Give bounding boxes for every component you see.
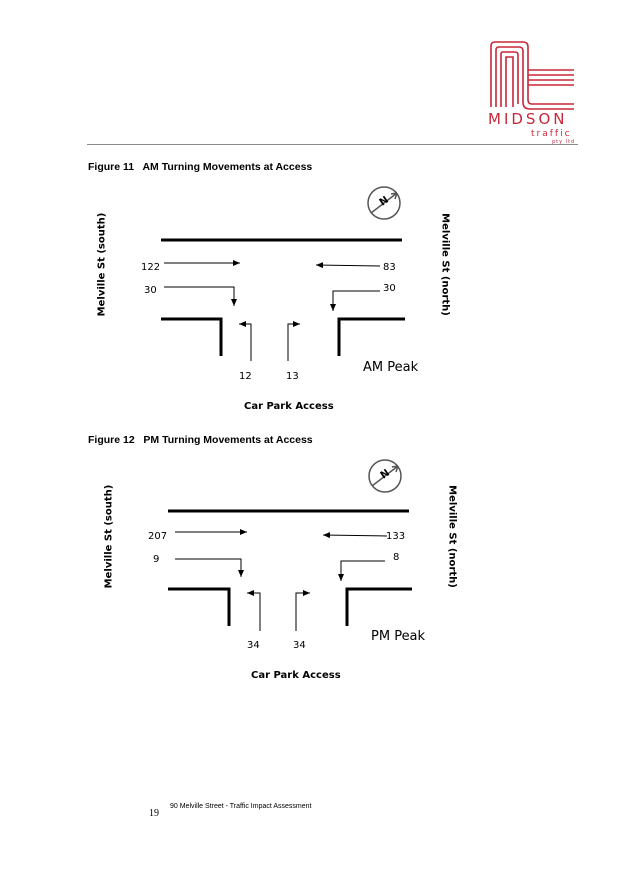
north-arrow-icon bbox=[368, 459, 402, 493]
value-south-left: 30 bbox=[144, 285, 157, 296]
arrow-access-right bbox=[247, 590, 261, 631]
logo-word: MIDSON bbox=[488, 110, 568, 128]
arrow-north-through bbox=[315, 262, 381, 269]
value-north-through: 133 bbox=[386, 531, 406, 542]
arrow-south-left bbox=[164, 286, 237, 306]
value-access-left: 13 bbox=[286, 371, 299, 382]
arrow-south-left bbox=[175, 558, 244, 577]
value-north-right: 30 bbox=[383, 283, 396, 294]
figure-11-diagram: Melville St (south) Melville St (north) … bbox=[88, 180, 451, 420]
figure-11-caption: Figure 11 AM Turning Movements at Access bbox=[88, 161, 313, 173]
company-logo: MIDSON traffic pty ltd bbox=[488, 40, 578, 145]
intersection-lines bbox=[161, 186, 405, 361]
arrow-north-right bbox=[330, 290, 380, 311]
figure-12-diagram: Melville St (south) Melville St (north) … bbox=[95, 450, 458, 690]
arrow-access-left bbox=[295, 590, 310, 631]
value-access-right: 34 bbox=[247, 640, 260, 651]
intersection-lines bbox=[168, 459, 412, 631]
peak-label: AM Peak bbox=[363, 360, 419, 375]
arrow-access-right bbox=[239, 321, 252, 361]
logo-sub: traffic bbox=[531, 129, 572, 139]
road-corner-right bbox=[345, 587, 412, 626]
value-access-left: 34 bbox=[293, 640, 306, 651]
street-label-north: Melville St (north) bbox=[446, 485, 458, 588]
access-label: Car Park Access bbox=[244, 401, 334, 412]
access-label: Car Park Access bbox=[251, 670, 341, 681]
road-corner-left bbox=[161, 317, 223, 356]
arrow-access-left bbox=[287, 321, 300, 361]
logo-sub-2: pty ltd bbox=[552, 139, 576, 145]
road-corner-left bbox=[168, 587, 231, 626]
value-south-through: 207 bbox=[148, 531, 168, 542]
value-south-left: 9 bbox=[153, 554, 160, 565]
header-rule bbox=[87, 144, 578, 145]
north-arrow-icon bbox=[367, 186, 401, 220]
arrow-north-right bbox=[338, 560, 385, 581]
peak-label: PM Peak bbox=[371, 629, 426, 644]
figure-12-caption: Figure 12 PM Turning Movements at Access bbox=[88, 434, 313, 446]
value-access-right: 12 bbox=[239, 371, 252, 382]
footer-page-number: 19 bbox=[149, 808, 159, 819]
value-north-through: 83 bbox=[383, 262, 396, 273]
value-north-right: 8 bbox=[393, 552, 400, 563]
arrow-north-through bbox=[322, 532, 388, 539]
street-label-north: Melville St (north) bbox=[439, 213, 451, 316]
value-south-through: 122 bbox=[141, 262, 161, 273]
road-corner-right bbox=[337, 317, 405, 356]
footer-doc-title: 90 Melville Street - Traffic Impact Asse… bbox=[170, 803, 312, 810]
logo-mark-icon bbox=[490, 41, 574, 110]
